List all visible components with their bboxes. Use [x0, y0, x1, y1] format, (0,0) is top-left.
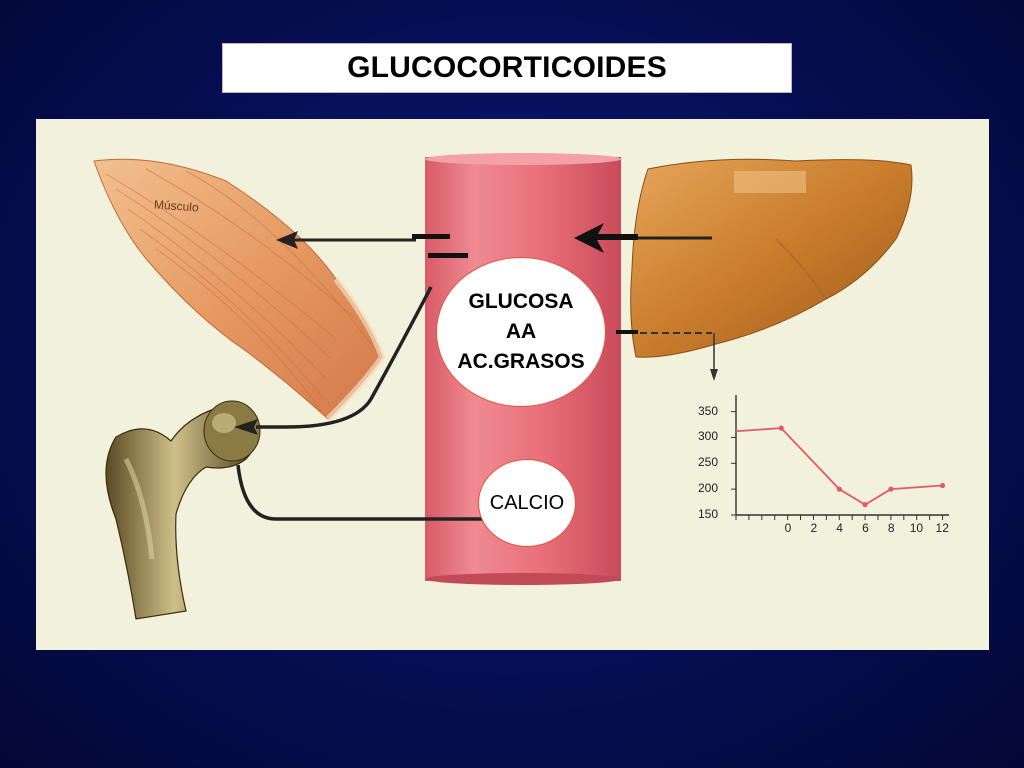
chart-data-point — [778, 425, 784, 431]
bone-illustration — [105, 400, 261, 620]
arrow-liver-to-vessel — [574, 223, 712, 253]
chart-x-tick-label: 10 — [909, 521, 924, 535]
chart-series-line — [735, 427, 943, 506]
chart-data-point — [862, 502, 868, 508]
chart-y-tick-label: 300 — [698, 429, 719, 444]
calcio-label: CALCIO — [489, 491, 565, 514]
glucosa-bubble: GLUCOSA AA AC.GRASOS — [436, 257, 606, 407]
chart-y-tick-label: 250 — [698, 455, 719, 470]
chart-y-tick-label: 150 — [698, 507, 719, 521]
slide-title: GLUCOCORTICOIDES — [347, 51, 667, 84]
chart-y-tick-label: 350 — [698, 403, 719, 418]
chart-x-tick-label: 12 — [935, 521, 949, 535]
calcio-bubble: CALCIO — [478, 459, 576, 547]
minus-sign-liver — [616, 330, 718, 381]
connector-vessel-to-bone — [234, 286, 433, 435]
acgrasos-label: AC.GRASOS — [457, 350, 585, 373]
chart-x-tick-label: 2 — [810, 521, 818, 535]
chart-x-tick-label: 6 — [862, 521, 869, 535]
chart-x-tick-label: 4 — [836, 521, 843, 535]
muscle-label: Músculo — [153, 197, 200, 215]
arrow-vessel-to-muscle — [276, 231, 416, 249]
chart-data-point — [888, 486, 894, 492]
muscle-illustration — [93, 158, 386, 422]
chart-data-point — [939, 482, 946, 489]
glucosa-label: GLUCOSA — [468, 290, 574, 313]
connector-bone-to-calcio — [236, 464, 482, 521]
diagram-panel: Músculo GLUCOSA AA AC.GRASOS CALCIO 150 2… — [36, 119, 989, 650]
liver-illustration — [630, 158, 913, 358]
aa-label: AA — [505, 320, 537, 343]
title-box: GLUCOCORTICOIDES — [222, 43, 792, 93]
chart-x-tick-label: 8 — [887, 521, 895, 535]
diagram-svg — [93, 153, 949, 620]
minus-sign-muscle — [412, 234, 468, 258]
chart-data-point — [836, 486, 842, 492]
chart-y-tick-label: 200 — [698, 481, 719, 496]
chart-x-tick-label: 0 — [784, 521, 792, 535]
blood-glucose-chart — [731, 395, 949, 520]
